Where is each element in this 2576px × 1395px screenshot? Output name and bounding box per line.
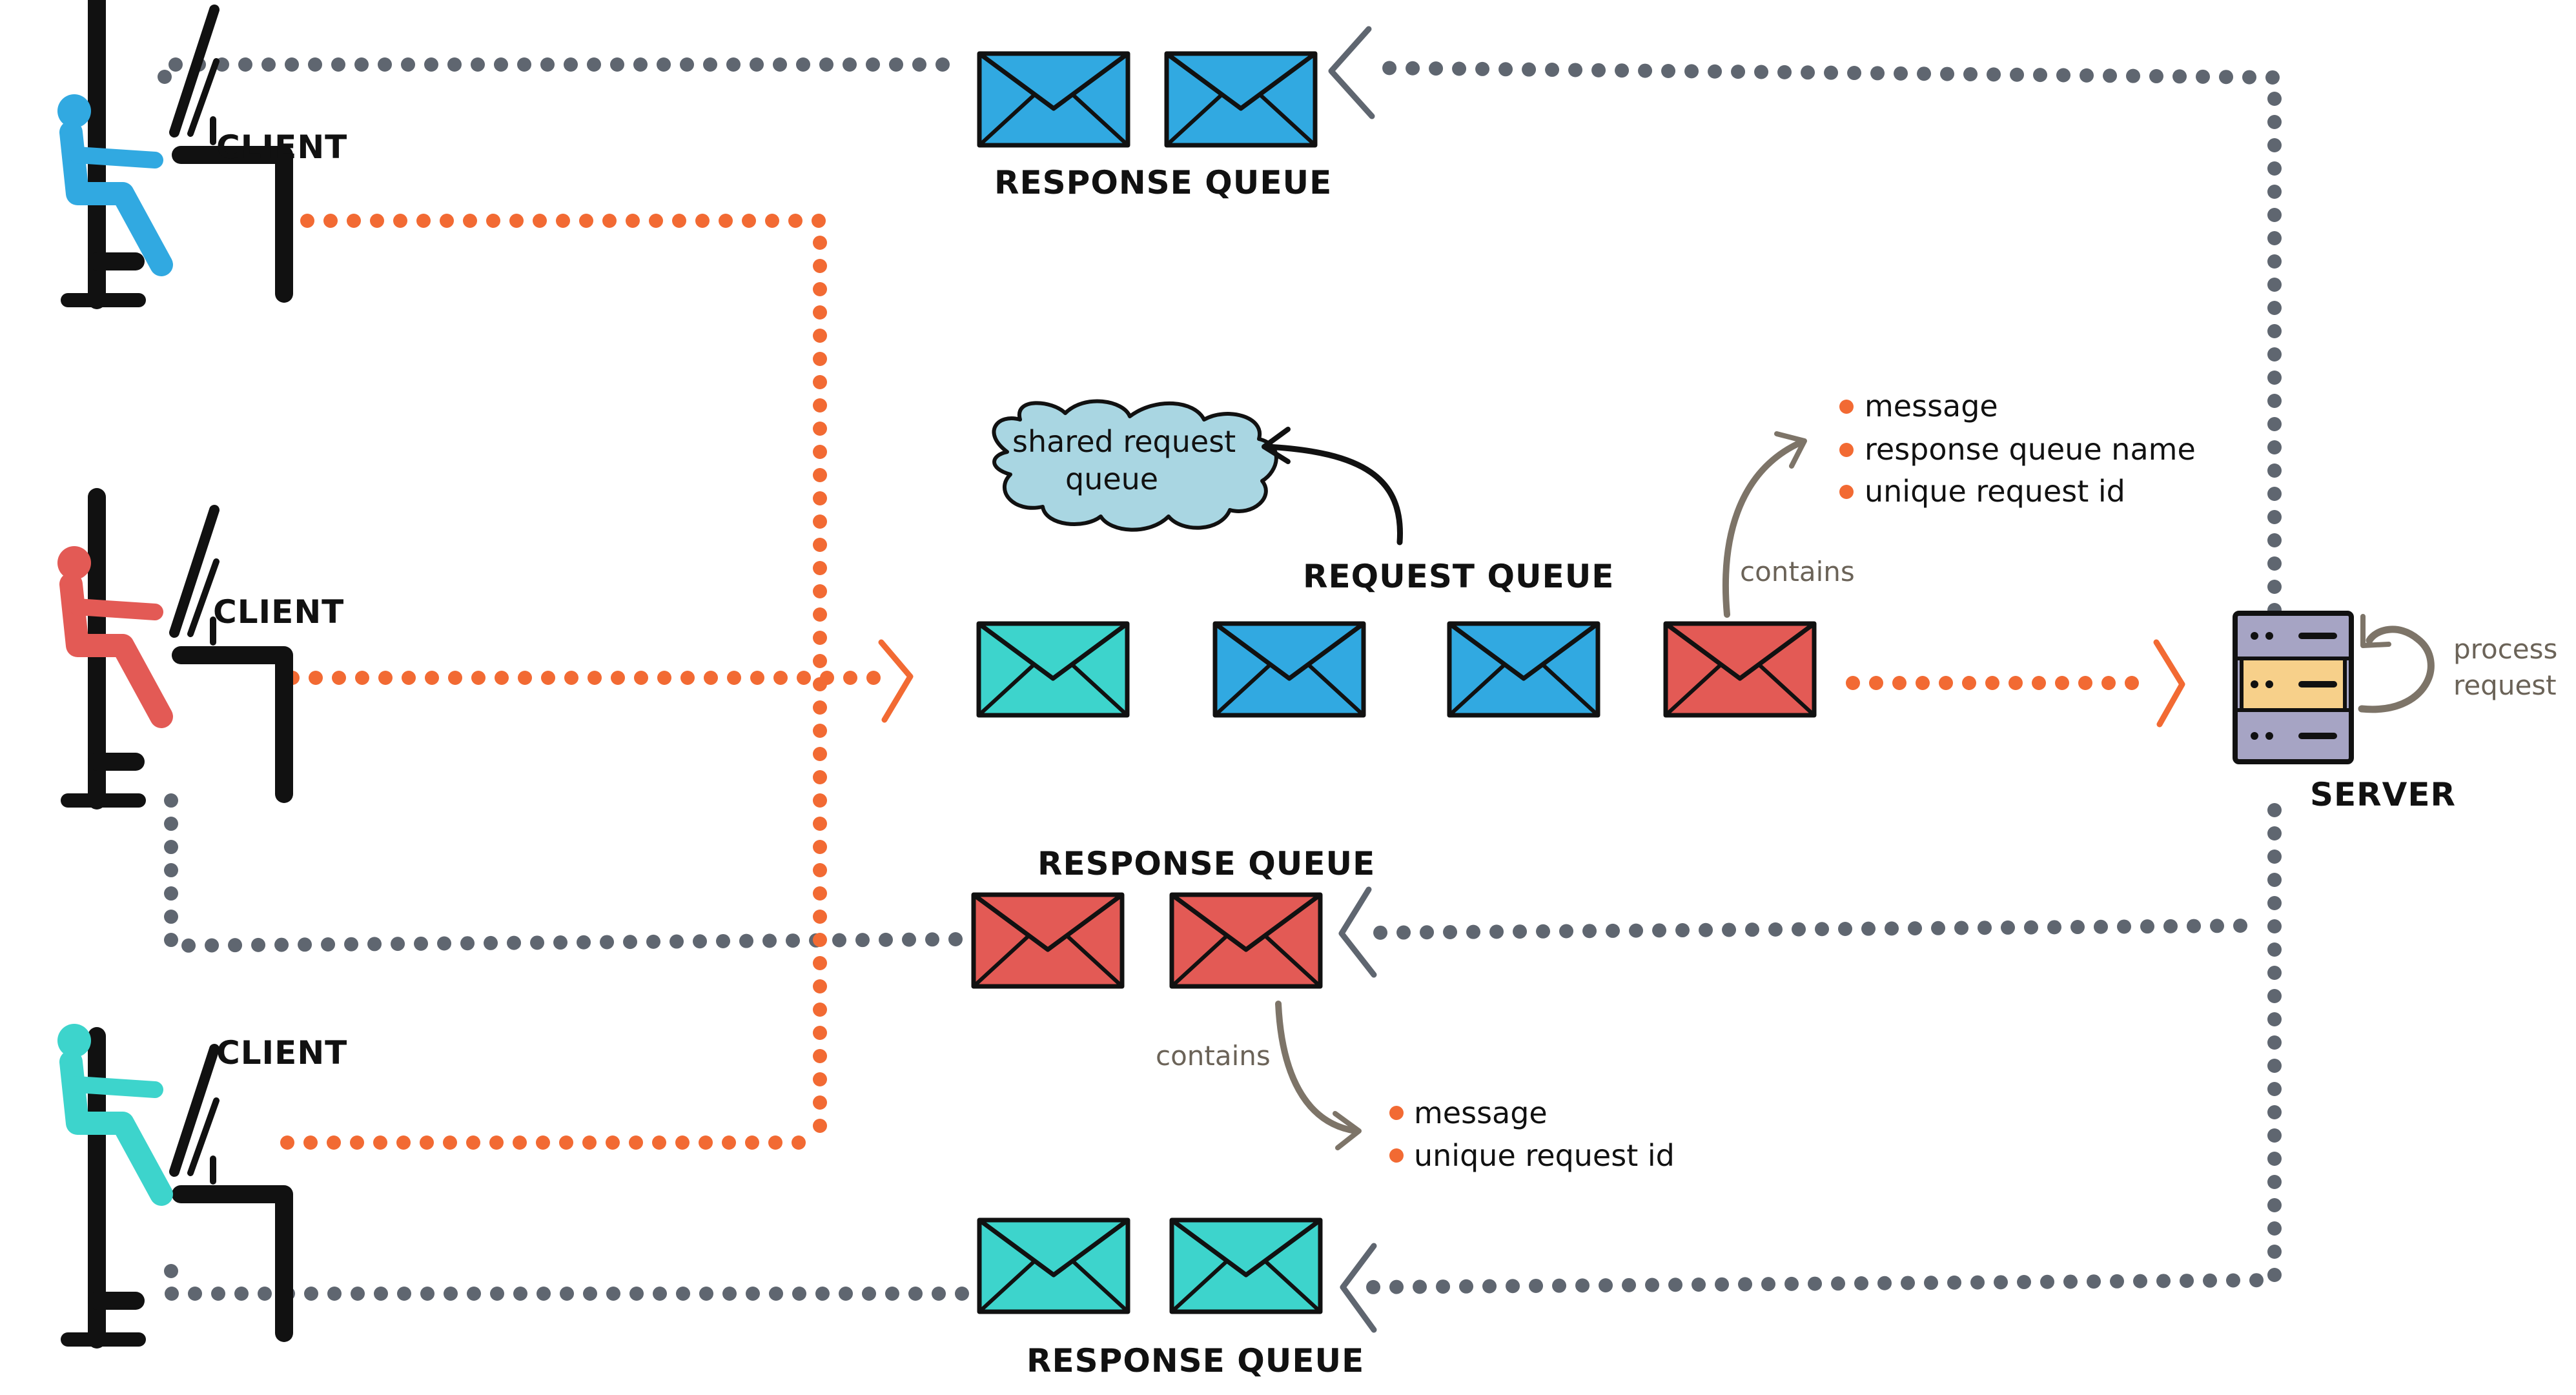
client-label: CLIENT (213, 593, 344, 631)
response-queue-middle: RESPONSE QUEUE (974, 845, 1375, 986)
envelope-icon (979, 1220, 1128, 1312)
client-label: CLIENT (216, 1034, 347, 1072)
envelope-icon (1215, 624, 1364, 715)
orange-path-client-1 (277, 214, 827, 1148)
user-at-desk-icon (57, 0, 284, 300)
grey-path-to-client-2-right (1360, 919, 2247, 940)
grey-path-top-left (158, 57, 950, 104)
response-queue-top: RESPONSE QUEUE (979, 54, 1332, 201)
grey-path-to-client-2-left (164, 777, 963, 953)
user-at-desk-icon (57, 1024, 284, 1339)
client-2: CLIENT (57, 497, 344, 800)
cloud-pointer-arrow (1263, 443, 1404, 545)
contains-item: response queue name (1865, 432, 2196, 467)
response-queue-label: RESPONSE QUEUE (1027, 1342, 1364, 1380)
contains-item: message (1414, 1095, 1548, 1130)
user-at-desk-icon (57, 497, 284, 800)
cloud-note-line-1: shared request (1012, 424, 1236, 459)
request-contains-note: contains message response queue name uni… (1722, 389, 2196, 618)
contains-item: message (1865, 389, 1998, 423)
contains-label: contains (1156, 1040, 1271, 1072)
envelope-icon (1172, 1220, 1320, 1312)
response-contains-note: contains message unique request id (1156, 1001, 1675, 1173)
contains-arrow (1275, 1001, 1359, 1134)
arrowheads (878, 26, 2185, 1333)
contains-item: unique request id (1865, 474, 2125, 509)
envelope-icon (1167, 54, 1315, 145)
envelope-icon (974, 895, 1122, 986)
envelope-icon (1449, 624, 1598, 715)
dotted-paths (158, 57, 2282, 1301)
cloud-note: shared request queue (992, 399, 1404, 545)
contains-label: contains (1740, 556, 1855, 587)
process-note-line-2: request (2453, 669, 2557, 701)
response-queue-bottom: RESPONSE QUEUE (979, 1220, 1364, 1380)
chevron-arrowhead-icon (1328, 26, 1375, 119)
cloud-bubble-icon (992, 399, 1278, 532)
process-loop-arrow (2358, 626, 2435, 713)
grey-path-to-client-3-left (164, 1248, 969, 1301)
server: SERVER process request (2233, 611, 2557, 813)
server-label: SERVER (2310, 776, 2456, 813)
envelope-icon (979, 54, 1128, 145)
client-1: CLIENT (57, 0, 347, 300)
chevron-arrowhead-icon (2153, 639, 2185, 728)
chevron-arrowhead-icon (878, 639, 914, 723)
chevron-arrowhead-icon (1340, 1243, 1377, 1333)
contains-item: unique request id (1414, 1138, 1675, 1173)
envelope-icon (1666, 624, 1814, 715)
client-label: CLIENT (216, 128, 347, 166)
request-queue-label: REQUEST QUEUE (1303, 558, 1614, 595)
process-note-line-1: process (2453, 633, 2557, 665)
chevron-arrowhead-icon (1338, 886, 1377, 978)
request-queue: REQUEST QUEUE (979, 558, 1814, 715)
response-queue-label: RESPONSE QUEUE (994, 164, 1332, 201)
grey-path-to-client-3-right (1360, 803, 2282, 1294)
contains-arrow (1722, 439, 1804, 618)
client-3: CLIENT (57, 1024, 347, 1339)
grey-path-to-client-1 (1360, 61, 2282, 617)
envelope-icon (979, 624, 1127, 715)
cloud-note-line-2: queue (1065, 462, 1158, 496)
server-rack-icon (2233, 611, 2354, 764)
response-queue-label: RESPONSE QUEUE (1038, 845, 1375, 882)
envelope-icon (1172, 895, 1320, 986)
